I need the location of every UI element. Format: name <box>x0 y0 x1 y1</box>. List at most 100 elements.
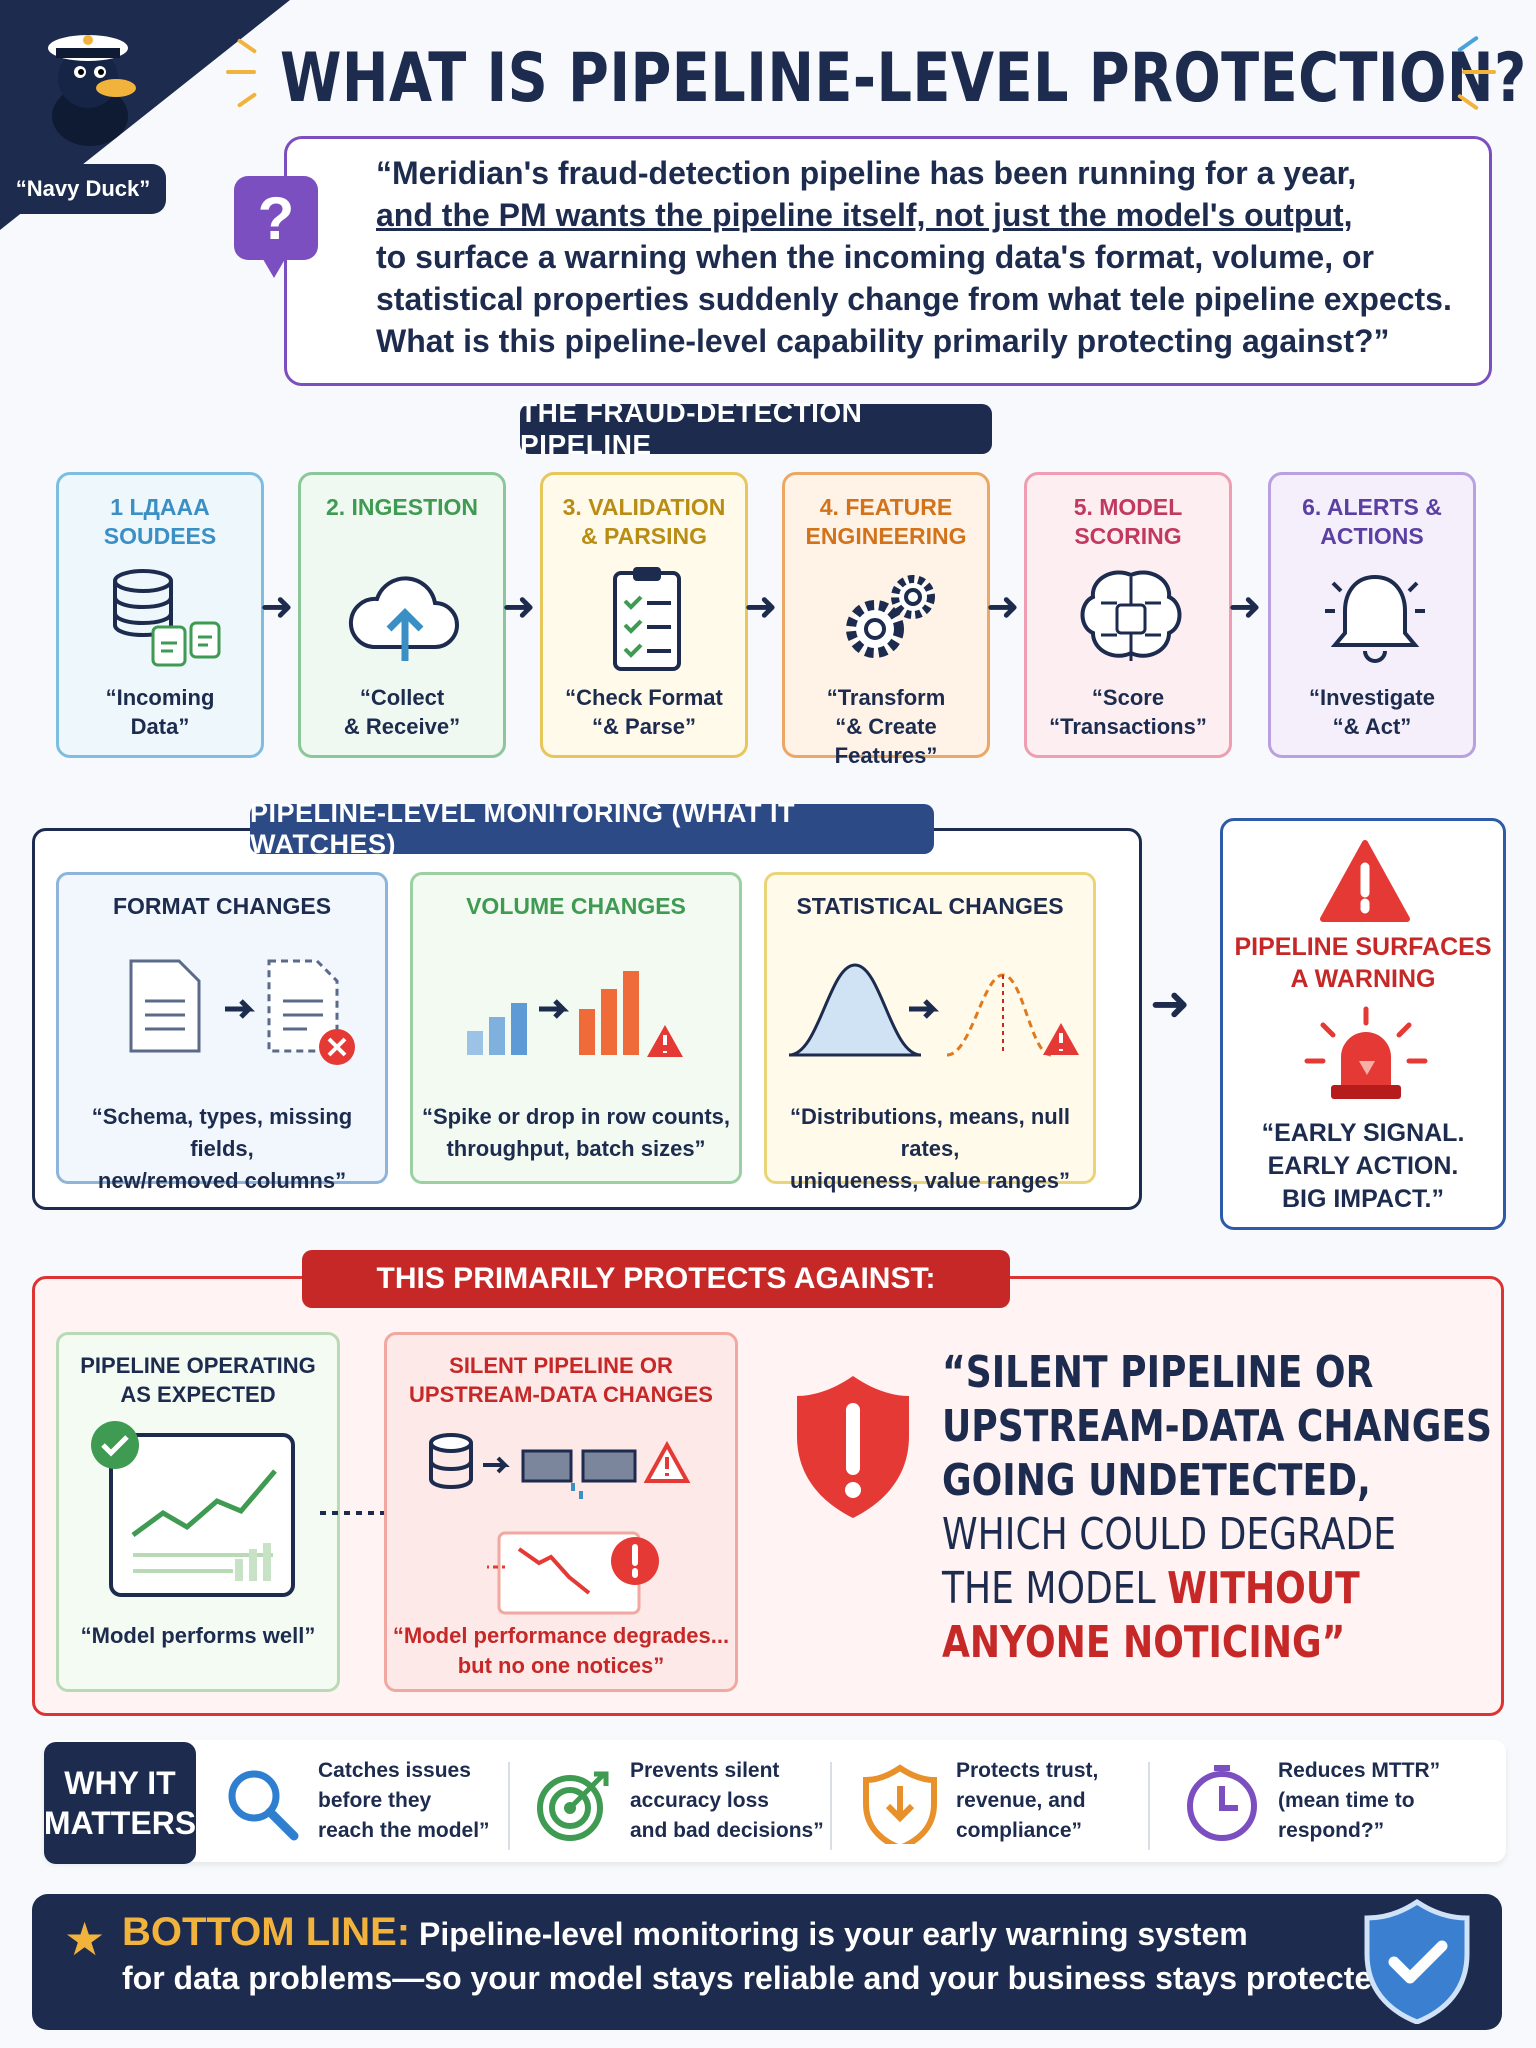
title-spark-left <box>226 70 256 74</box>
warning-caption: “EARLY SIGNAL. EARLY ACTION. BIG IMPACT.… <box>1261 1119 1465 1213</box>
stage-caption: “Check Format“& Parse” <box>565 685 723 739</box>
bottom-line-label: BOTTOM LINE: <box>122 1910 411 1954</box>
stage-alerts-actions: 6. ALERTS &ACTIONS “Investigate“& Act” <box>1268 472 1476 758</box>
divider <box>830 1762 832 1850</box>
card-title: FORMAT CHANGES <box>112 893 332 919</box>
divider <box>1148 1762 1150 1850</box>
quote-line: UPSTREAM-DATA CHANGES <box>942 1401 1492 1452</box>
stage-caption: “Collect& Receive” <box>343 685 461 739</box>
flow-arrow-icon: ➜ <box>986 585 1020 629</box>
shield-arrow-icon <box>863 1764 937 1844</box>
pipeline-heading: THE FRAUD-DETECTION PIPELINE <box>520 397 992 460</box>
monitoring-heading: PIPELINE-LEVEL MONITORING (WHAT IT WATCH… <box>250 798 934 859</box>
shield-check-icon <box>1364 1898 1470 2024</box>
stage-caption: “Transform“& Create Features” <box>826 685 946 768</box>
statistical-changes-card: STATISTICAL CHANGES “Distributions, mean… <box>764 872 1096 1193</box>
stage-title: 3. VALIDATION& PARSING <box>562 494 726 549</box>
volume-changes-card: VOLUME CHANGES “Spike or drop in row cou… <box>410 872 742 1184</box>
card-caption: “Model performance degrades...but no one… <box>392 1623 730 1678</box>
question-text: “Meridian's fraud-detection pipeline has… <box>376 152 1476 362</box>
card-title: VOLUME CHANGES <box>466 893 686 919</box>
mascot-label: “Navy Duck” <box>0 164 166 214</box>
bottom-line-text: BOTTOM LINE: Pipeline-level monitoring i… <box>122 1910 1417 1996</box>
cloud-upload-icon <box>348 576 459 661</box>
warning-triangle-icon <box>1320 840 1410 922</box>
star-icon: ★ <box>64 1913 106 1965</box>
question-line: to surface a warning when the incoming d… <box>376 239 1374 275</box>
question-line: statistical properties suddenly change f… <box>376 281 1452 317</box>
question-line: What is this pipeline-level capability p… <box>376 323 1390 359</box>
broken-pipe-icon <box>429 1433 691 1499</box>
gears-icon <box>846 575 935 658</box>
divider <box>508 1762 510 1850</box>
stage-caption: “Investigate“& Act” <box>1309 685 1435 739</box>
flow-arrow-icon: ➜ <box>744 585 778 629</box>
bell-icon <box>1325 574 1425 663</box>
question-box <box>284 136 1492 386</box>
stage-title: 2. INGESTION <box>325 494 479 520</box>
protects-quote: “SILENT PIPELINE OR UPSTREAM-DATA CHANGE… <box>942 1346 1492 1670</box>
card-title: STATISTICAL CHANGES <box>796 893 1064 919</box>
quote-line: ANYONE NOTICING” <box>942 1617 1346 1668</box>
question-mark-icon: ? <box>234 176 318 260</box>
target-icon <box>537 1771 609 1841</box>
distribution-shift-icon <box>788 963 1079 1057</box>
question-line: and the PM wants the pipeline itself, no… <box>376 197 1353 233</box>
flow-arrow-icon: ➜ <box>502 585 536 629</box>
clock-icon <box>1187 1765 1257 1841</box>
question-bubble-tail <box>260 254 288 278</box>
brain-chip-icon <box>1080 570 1182 661</box>
quote-line: THE MODEL WITHOUT <box>942 1563 1360 1614</box>
title-spark-left <box>236 38 258 54</box>
format-changes-card: FORMAT CHANGES “Schema, types, missing f… <box>56 872 388 1193</box>
quote-line: WHICH COULD DEGRADE <box>942 1509 1396 1560</box>
stage-validation: 3. VALIDATION& PARSING “Check Format“& P… <box>540 472 748 758</box>
page-title: WHAT IS PIPELINE-LEVEL PROTECTION? <box>280 39 1527 118</box>
bar-chart-warning-icon <box>467 971 683 1057</box>
navy-duck-mascot-icon <box>48 35 136 146</box>
question-line: “Meridian's fraud-detection pipeline has… <box>376 155 1357 191</box>
shield-alert-icon <box>797 1376 909 1518</box>
clipboard-check-icon <box>613 567 681 671</box>
protects-heading: THIS PRIMARILY PROTECTS AGAINST: <box>302 1250 1010 1308</box>
flow-arrow-icon: ➜ <box>1150 978 1191 1031</box>
card-caption: “Spike or drop in row counts,throughput,… <box>421 1104 731 1161</box>
database-icon <box>113 569 221 667</box>
quote-line: GOING UNDETECTED, <box>942 1455 1371 1506</box>
siren-icon <box>1304 1006 1428 1099</box>
card-caption: “Distributions, means, null rates,unique… <box>790 1104 1070 1193</box>
card-caption: “Schema, types, missing fields,new/remov… <box>91 1104 353 1193</box>
document-error-icon <box>129 959 355 1065</box>
flow-arrow-icon: ➜ <box>260 585 294 629</box>
why-strip <box>44 1740 1506 1862</box>
magnifier-icon <box>228 1770 299 1841</box>
stage-ingestion: 2. INGESTION “Collect& Receive” <box>298 472 506 758</box>
title-spark-left <box>236 92 258 108</box>
title-spark-right <box>1462 70 1496 74</box>
quote-line: “SILENT PIPELINE OR <box>942 1347 1374 1398</box>
healthy-chart-icon <box>91 1421 295 1597</box>
bottom-line-panel <box>32 1894 1502 2030</box>
stage-title: 6. ALERTS &ACTIONS <box>1302 494 1442 549</box>
